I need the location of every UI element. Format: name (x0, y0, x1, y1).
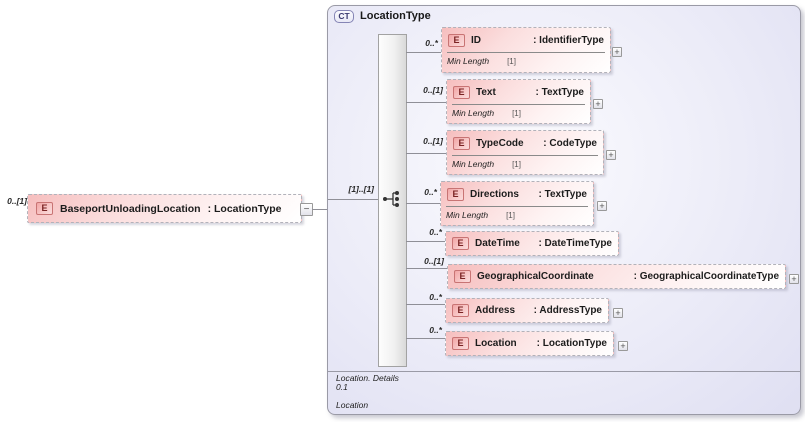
group-connector-line (328, 199, 378, 200)
root-cardinality-label: 0..[1] (7, 196, 27, 206)
doc-annotation-line1: Location. Details (336, 373, 399, 383)
cardinality-label: 0..[1] (424, 256, 444, 266)
facet-value: [1] (506, 210, 515, 220)
expand-toggle[interactable]: + (593, 99, 603, 109)
root-connector-line (312, 209, 327, 210)
facet-label: Min Length (452, 108, 495, 118)
complextype-title: LocationType (360, 10, 431, 22)
connector-line (406, 52, 441, 53)
doc-annotation-line3: Location (336, 400, 369, 410)
facet-value: [1] (507, 56, 516, 66)
element-icon: E (452, 304, 469, 317)
element-type: : IdentifierType (533, 34, 604, 46)
cardinality-label: 0..* (429, 227, 442, 237)
expand-toggle[interactable]: + (612, 47, 622, 57)
connector-line (406, 338, 445, 339)
cardinality-label: 0..* (429, 292, 442, 302)
facet-label: Min Length (452, 159, 495, 169)
cardinality-label: 0..[1] (423, 85, 443, 95)
expand-toggle[interactable]: + (618, 341, 628, 351)
connector-line (406, 153, 446, 154)
element-icon: E (452, 237, 469, 250)
element-icon: E (454, 270, 471, 283)
facet-value: [1] (512, 108, 521, 118)
complextype-icon: CT (334, 10, 354, 23)
expand-toggle[interactable]: + (606, 150, 616, 160)
sequence-icon (383, 191, 399, 207)
cardinality-label: 0..* (425, 38, 438, 48)
element-icon: E (36, 202, 53, 215)
element-type: : TextType (538, 188, 587, 200)
expand-toggle[interactable]: + (597, 201, 607, 211)
element-name: GeographicalCoordinate (477, 271, 594, 282)
element-type: : LocationType (536, 338, 607, 349)
child-element-box[interactable]: E TypeCode : CodeType Min Length [1] (446, 130, 604, 175)
element-icon: E (453, 136, 470, 150)
connector-line (406, 203, 440, 204)
connector-line (406, 241, 445, 242)
element-name: Directions (470, 188, 519, 200)
child-element-box[interactable]: E DateTime : DateTimeType (445, 231, 619, 256)
element-icon: E (453, 85, 470, 99)
child-element-box[interactable]: E GeographicalCoordinate : GeographicalC… (447, 264, 786, 289)
element-type: : GeographicalCoordinateType (633, 271, 779, 282)
cardinality-label: 0..* (429, 325, 442, 335)
group-cardinality-label: [1]..[1] (348, 184, 375, 194)
cardinality-label: 0..[1] (423, 136, 443, 146)
doc-annotation-line2: 0.1 (336, 382, 348, 392)
element-icon: E (447, 187, 464, 201)
element-type: : CodeType (543, 137, 597, 149)
element-type: : AddressType (533, 305, 602, 316)
element-name: Address (475, 305, 516, 316)
element-icon: E (452, 337, 469, 350)
child-element-box[interactable]: E ID : IdentifierType Min Length [1] (441, 27, 611, 73)
element-type: : TextType (535, 86, 584, 98)
connector-line (406, 304, 445, 305)
element-name: Text (476, 86, 496, 98)
root-element-type: : LocationType (207, 202, 282, 215)
footer-divider (328, 371, 800, 372)
expand-toggle[interactable]: + (789, 274, 799, 284)
connector-line (406, 102, 446, 103)
facet-value: [1] (512, 159, 521, 169)
element-name: TypeCode (476, 137, 524, 149)
child-element-box[interactable]: E Address : AddressType (445, 298, 609, 323)
root-element-name: BaseportUnloadingLocation (60, 202, 201, 215)
facet-label: Min Length (447, 56, 490, 66)
expand-toggle[interactable]: + (613, 308, 623, 318)
facet-label: Min Length (446, 210, 489, 220)
child-element-box[interactable]: E Location : LocationType (445, 331, 614, 356)
root-element-box[interactable]: E BaseportUnloadingLocation : LocationTy… (27, 194, 302, 223)
element-name: ID (471, 34, 481, 46)
connector-line (406, 268, 447, 269)
element-type: : DateTimeType (538, 238, 612, 249)
complextype-panel: CT LocationType [1]..[1] 0..* E ID : Ide… (327, 5, 801, 415)
element-name: Location (475, 338, 517, 349)
child-element-box[interactable]: E Text : TextType Min Length [1] (446, 79, 591, 124)
child-element-box[interactable]: E Directions : TextType Min Length [1] (440, 181, 594, 226)
cardinality-label: 0..* (424, 187, 437, 197)
element-icon: E (448, 33, 465, 47)
element-name: DateTime (475, 238, 520, 249)
